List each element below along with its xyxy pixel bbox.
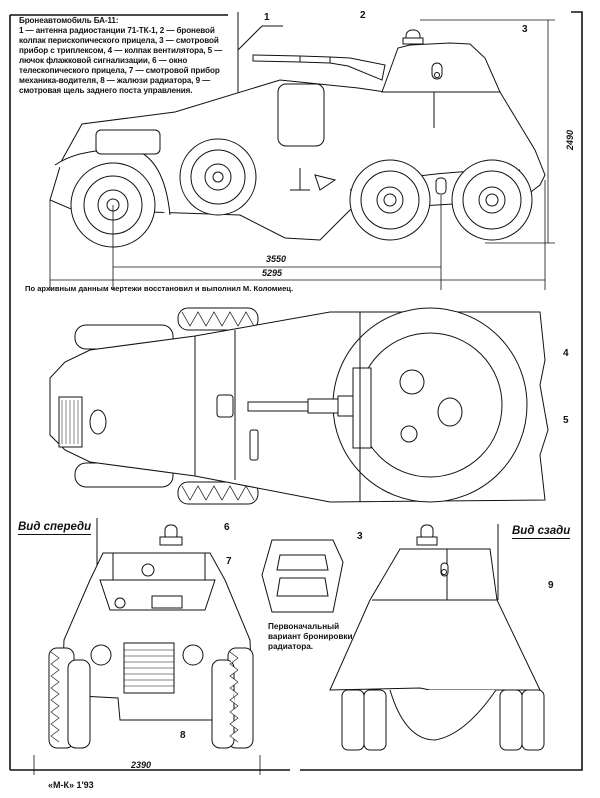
side-view (49, 12, 555, 290)
dimension-length: 5295 (262, 268, 283, 278)
dimension-wheelbase: 3550 (266, 254, 287, 264)
tyre-tread (181, 311, 255, 501)
callout-5: 5 (563, 415, 569, 426)
front-tread (50, 651, 239, 743)
rear-view (329, 524, 545, 751)
wheel-rear-1 (349, 159, 431, 241)
radiator-variant (261, 539, 344, 613)
callout-1: 1 (264, 12, 270, 23)
callout-8: 8 (180, 730, 186, 741)
callout-7: 7 (226, 556, 232, 567)
caption-title: Бронеавтомобиль БА-11: (19, 16, 119, 25)
wheel-middle (179, 138, 257, 216)
callout-2: 2 (360, 10, 366, 21)
callout-6: 6 (224, 522, 230, 533)
radiator-note: Первоначальный вариант бронировки радиат… (268, 622, 353, 651)
wheel-rear-2 (451, 159, 533, 241)
view-label-front: Вид спереди (18, 521, 92, 535)
top-view (49, 307, 549, 505)
caption: Бронеавтомобиль БА-11: 1 — антенна радио… (19, 16, 224, 96)
callout-3-rear: 3 (357, 531, 363, 542)
caption-body: 1 — антенна радиостанции 71-ТК-1, 2 — бр… (19, 26, 223, 95)
footer-issue: «М-К» 1'93 (48, 780, 94, 790)
dimension-width: 2390 (131, 760, 152, 770)
view-label-rear: Вид сзади (512, 525, 571, 539)
dimension-lines (49, 19, 555, 290)
dimension-height: 2490 (565, 129, 575, 150)
callout-9: 9 (548, 580, 554, 591)
front-view (33, 518, 261, 775)
callout-3-side: 3 (522, 24, 528, 35)
callout-4: 4 (563, 348, 569, 359)
credit-line: По архивным данным чертежи восстановил и… (25, 284, 294, 293)
